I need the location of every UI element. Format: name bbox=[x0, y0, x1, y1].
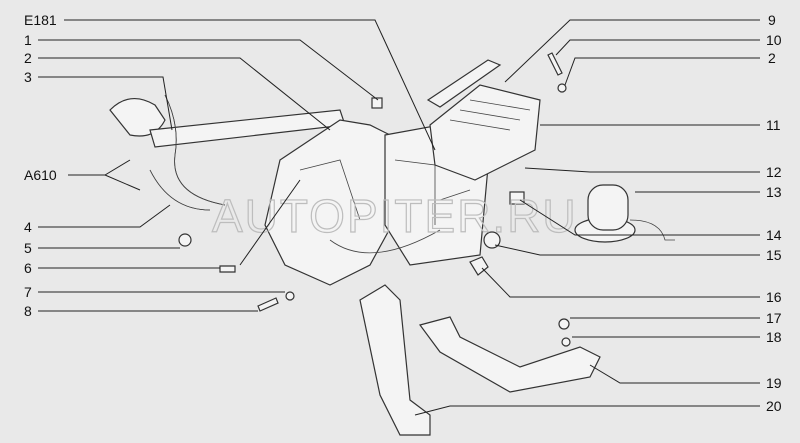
air-ducts bbox=[359, 284, 601, 436]
callout-label: 5 bbox=[24, 240, 32, 256]
callout-label: 12 bbox=[766, 164, 782, 180]
callout-label: 17 bbox=[766, 310, 782, 326]
callout-label: 6 bbox=[24, 260, 32, 276]
left-callouts: E181 1 2 3 A610 4 5 6 7 8 bbox=[24, 12, 57, 319]
watermark: AUTOPITER.RU bbox=[212, 190, 578, 242]
callout-label: 8 bbox=[24, 303, 32, 319]
right-callouts: 9 10 2 11 12 13 14 15 16 17 18 19 20 bbox=[766, 12, 782, 414]
callout-label: 7 bbox=[24, 284, 32, 300]
callout-label: 10 bbox=[766, 32, 782, 48]
leader-lines bbox=[38, 19, 760, 416]
callout-label: 16 bbox=[766, 289, 782, 305]
callout-label: 18 bbox=[766, 329, 782, 345]
callout-label: 20 bbox=[766, 398, 782, 414]
callout-label: 19 bbox=[766, 375, 782, 391]
callout-label: A610 bbox=[24, 167, 57, 183]
callout-label: E181 bbox=[24, 12, 57, 28]
blower-housing bbox=[426, 59, 541, 181]
callout-label: 11 bbox=[766, 117, 781, 133]
heater-housing bbox=[264, 119, 491, 286]
heater-pipes bbox=[109, 94, 346, 211]
callout-label: 2 bbox=[24, 50, 32, 66]
blower-motor bbox=[574, 184, 675, 243]
callout-label: 13 bbox=[766, 184, 782, 200]
callout-label: 4 bbox=[24, 219, 32, 235]
callout-label: 14 bbox=[766, 227, 782, 243]
callout-label: 3 bbox=[24, 69, 32, 85]
small-parts bbox=[178, 52, 571, 347]
callout-label: 15 bbox=[766, 247, 782, 263]
callout-label: 1 bbox=[24, 32, 32, 48]
callout-label: 9 bbox=[768, 12, 776, 28]
callout-label: 2 bbox=[768, 50, 776, 66]
